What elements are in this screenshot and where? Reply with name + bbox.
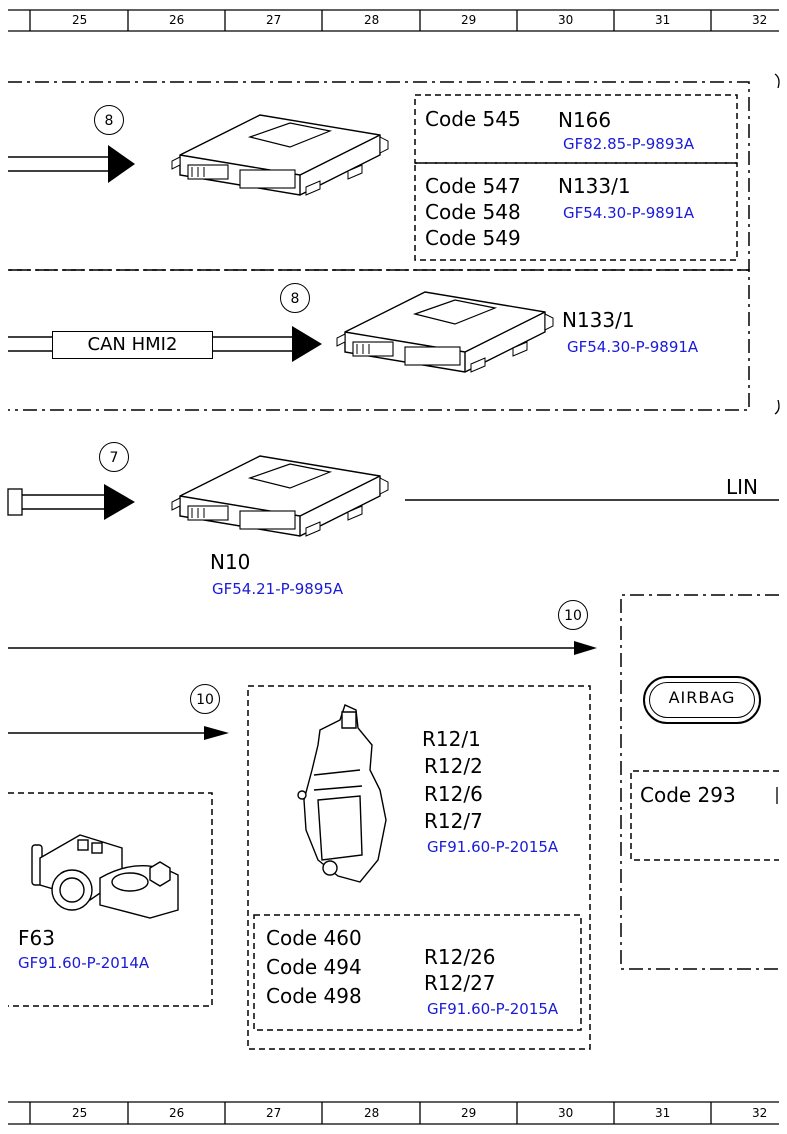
reference-link[interactable]: GF91.60-P-2014A	[18, 954, 150, 972]
component-r12-2: R12/2	[424, 754, 483, 778]
top-ruler	[8, 9, 779, 32]
component-r12-1: R12/1	[422, 727, 481, 751]
box-code-547-549	[414, 162, 738, 261]
bus-label-lin: LIN	[726, 475, 759, 499]
arrow-section2	[292, 326, 322, 362]
ruler-label-27: 27	[266, 13, 282, 27]
ruler-label-25: 25	[72, 13, 88, 27]
reference-bubble-8: 8	[280, 283, 310, 313]
ruler-label-30: 30	[558, 13, 574, 27]
belt-tensioner-icon	[297, 704, 387, 883]
ecu-n10-icon	[171, 455, 389, 537]
ruler-bottom-label-29: 29	[461, 1106, 477, 1120]
code-label: Code 498	[266, 984, 362, 1008]
code-label: Code 547	[425, 174, 521, 198]
ruler-bottom-label-31: 31	[655, 1106, 671, 1120]
ruler-label-29: 29	[461, 13, 477, 27]
component-r12-6: R12/6	[424, 782, 483, 806]
wire-section3	[22, 494, 108, 510]
component-n133-1: N133/1	[562, 308, 635, 332]
bus-label-can-hmi2: CAN HMI2	[52, 331, 213, 359]
ruler-bottom-label-28: 28	[364, 1106, 380, 1120]
airbag-symbol: AIRBAG	[643, 676, 761, 724]
ruler-label-28: 28	[364, 13, 380, 27]
ecu-n133-1-icon	[336, 291, 554, 373]
code-label: Code 549	[425, 226, 521, 250]
code-label: Code 293	[640, 783, 736, 807]
reference-bubble-7: 7	[99, 442, 129, 472]
component-r12-27: R12/27	[424, 971, 496, 995]
fuse-f63-icon	[31, 834, 179, 919]
ruler-bottom-label-30: 30	[558, 1106, 574, 1120]
component-n166: N166	[558, 108, 612, 132]
code-label: Code 545	[425, 107, 521, 131]
arrow-section1	[108, 145, 135, 183]
ruler-label-26: 26	[169, 13, 185, 27]
code-label: Code 548	[425, 200, 521, 224]
frame-airbag	[620, 594, 779, 970]
ruler-bottom-label-26: 26	[169, 1106, 185, 1120]
arrow-belt	[204, 726, 229, 740]
reference-link[interactable]: GF54.30-P-9891A	[567, 338, 699, 356]
box-belt-codes	[253, 914, 582, 1031]
reference-bubble-10: 10	[558, 600, 588, 630]
bottom-ruler	[8, 1101, 779, 1125]
reference-link[interactable]: GF82.85-P-9893A	[563, 135, 695, 153]
frame-section2	[8, 269, 750, 411]
component-f63: F63	[18, 926, 55, 950]
reference-link[interactable]: GF91.60-P-2015A	[427, 838, 559, 856]
box-belt	[247, 685, 591, 1050]
box-fuse	[8, 792, 213, 1007]
code-label: Code 494	[266, 955, 362, 979]
component-r12-7: R12/7	[424, 809, 483, 833]
box-code-293	[630, 770, 779, 861]
reference-link[interactable]: GF54.21-P-9895A	[212, 580, 344, 598]
reference-link[interactable]: GF91.60-P-2015A	[427, 1000, 559, 1018]
arrow-section3	[104, 484, 135, 520]
component-r12-26: R12/26	[424, 945, 496, 969]
ecu-n166-n133-icon	[171, 114, 389, 196]
ruler-label-31: 31	[655, 13, 671, 27]
reference-bubble-10: 10	[190, 684, 220, 714]
ruler-label-32: 32	[752, 13, 768, 27]
ruler-bottom-label-32: 32	[752, 1106, 768, 1120]
arrow-airbag	[574, 641, 597, 655]
ruler-bottom-label-27: 27	[266, 1106, 282, 1120]
reference-link[interactable]: GF54.30-P-9891A	[563, 204, 695, 222]
component-n10: N10	[210, 550, 251, 574]
ruler-bottom-label-25: 25	[72, 1106, 88, 1120]
reference-bubble-8: 8	[94, 105, 124, 135]
wire-section1	[8, 156, 112, 172]
component-n133-1: N133/1	[558, 174, 631, 198]
code-label: Code 460	[266, 926, 362, 950]
